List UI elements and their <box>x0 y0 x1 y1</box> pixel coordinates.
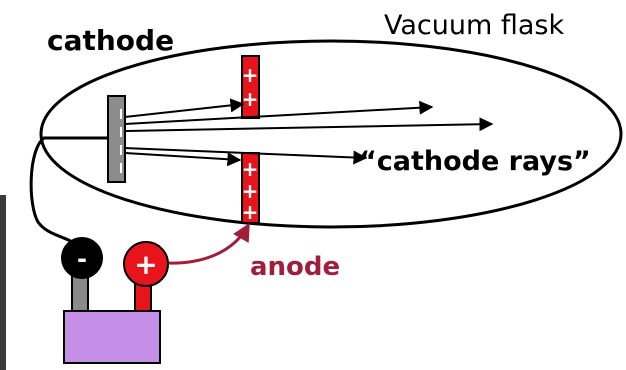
anode-label: anode <box>250 252 340 282</box>
ray-arrow <box>124 117 494 132</box>
negative-terminal-sign: - <box>77 245 87 273</box>
ray-arrow <box>124 152 242 167</box>
anode-plus-mark: + <box>242 200 259 224</box>
ray-arrow <box>124 100 434 125</box>
ray-arrow <box>124 147 368 165</box>
cathode-rays-label: “cathode rays” <box>359 146 591 177</box>
vacuum-flask-outline <box>39 39 623 229</box>
battery-body <box>63 310 161 364</box>
positive-terminal <box>123 241 169 287</box>
cathode-plate <box>107 95 126 183</box>
ray-arrows <box>124 98 494 167</box>
vacuum-flask-label: Vacuum flask <box>384 10 564 41</box>
anode-plus-mark: + <box>242 179 259 203</box>
anode-connection-arrow <box>167 222 250 265</box>
ray-arrow <box>124 98 245 118</box>
positive-terminal-sign: + <box>134 248 157 281</box>
cathode-label: cathode <box>47 24 174 57</box>
cathode-wire <box>29 136 108 248</box>
anode-plus-mark: + <box>242 87 259 111</box>
anode-plus-mark: + <box>242 157 259 181</box>
edge-strip <box>0 195 6 370</box>
negative-terminal <box>61 237 103 279</box>
anode-plus-mark: + <box>242 63 259 87</box>
